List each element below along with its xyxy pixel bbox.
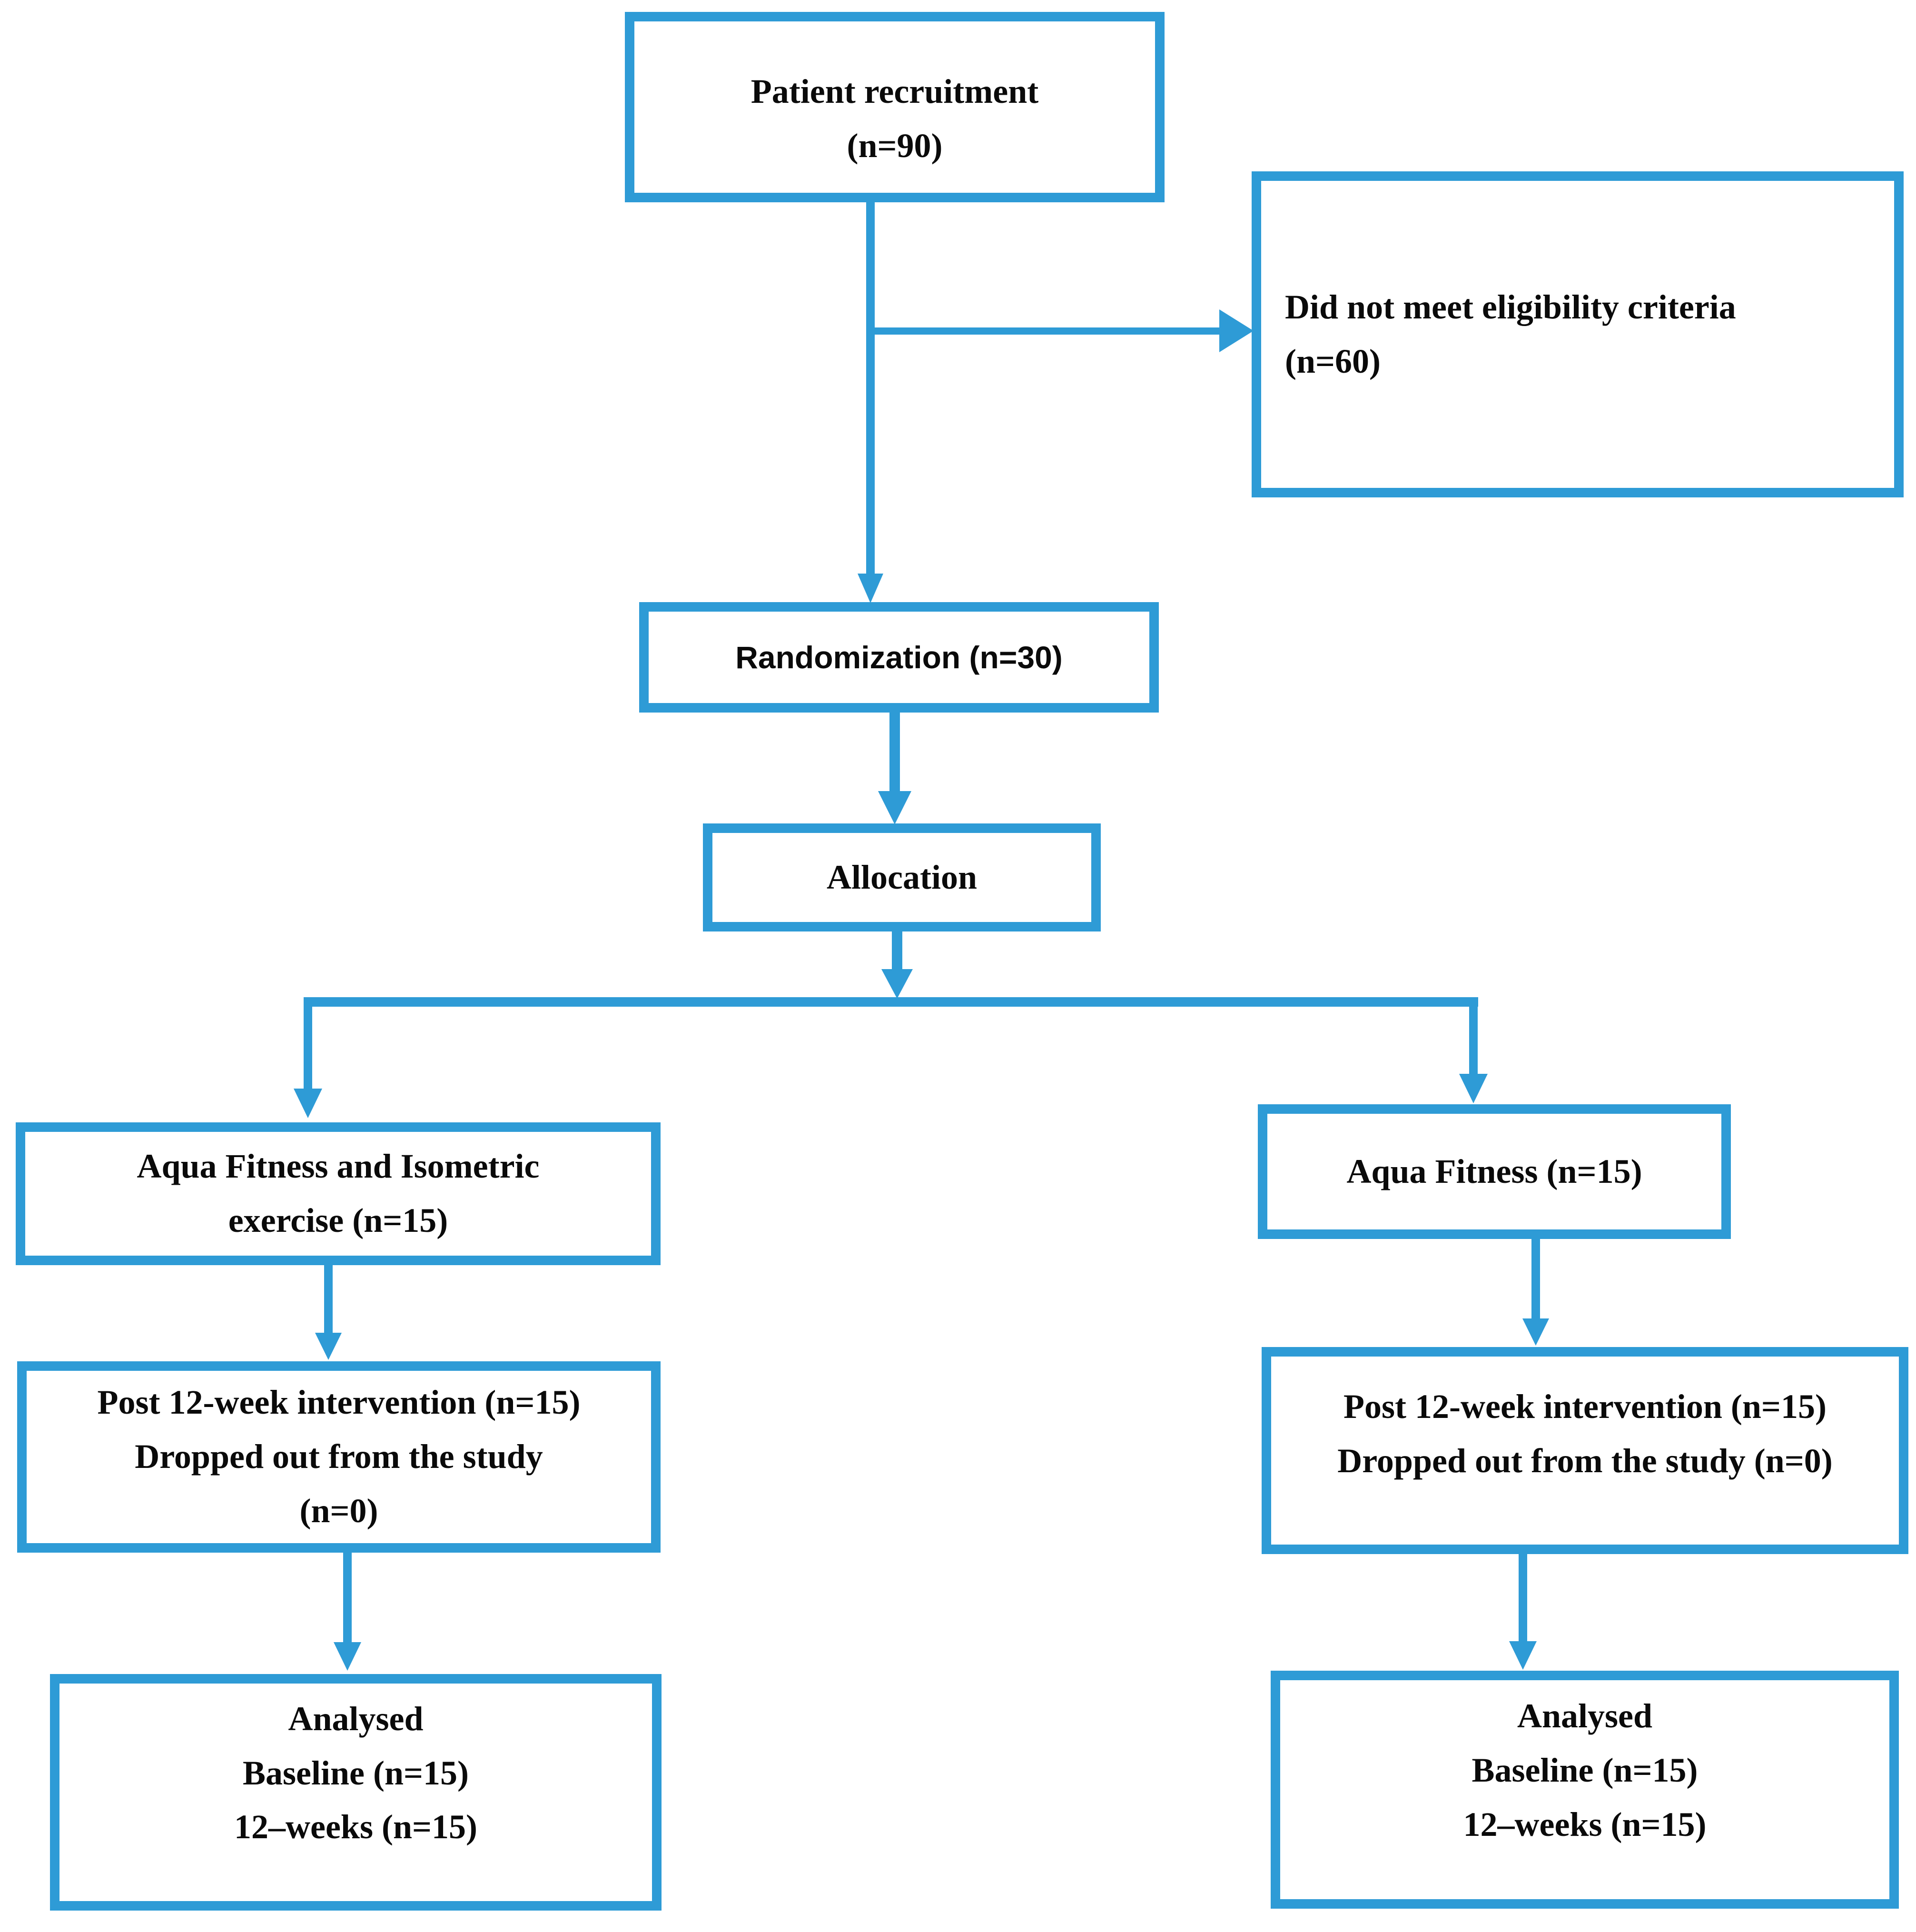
group-right-label: Aqua Fitness (n=15)	[1346, 1152, 1642, 1190]
patient-recruitment-line1: Patient recruitment	[751, 72, 1039, 111]
eligibility-line1: Did not meet eligibility criteria	[1285, 287, 1736, 326]
connector-group-left-to-post-left	[324, 1265, 333, 1334]
node-post-intervention-right-text: Post 12-week intervention (n=15) Dropped…	[1337, 1380, 1832, 1488]
node-patient-recruitment: Patient recruitment (n=90)	[625, 12, 1165, 202]
arrowhead-into-split	[881, 969, 913, 999]
post-left-line1: Post 12-week intervention (n=15)	[97, 1383, 581, 1422]
connector-randomization-to-allocation	[889, 713, 900, 793]
connector-allocation-to-split	[892, 931, 902, 971]
post-right-line1: Post 12-week intervention (n=15)	[1343, 1387, 1827, 1426]
split-horizontal-line	[304, 997, 1478, 1007]
node-allocation: Allocation	[703, 823, 1101, 931]
group-left-line2: exercise (n=15)	[228, 1201, 448, 1239]
group-left-line1: Aqua Fitness and Isometric	[137, 1147, 540, 1186]
arrowhead-into-analysed-left	[334, 1642, 361, 1671]
patient-recruitment-line2: (n=90)	[847, 127, 943, 165]
node-post-intervention-right: Post 12-week intervention (n=15) Dropped…	[1262, 1347, 1908, 1554]
node-analysed-left: Analysed Baseline (n=15) 12–weeks (n=15)	[50, 1674, 662, 1911]
node-eligibility-excluded-text: Did not meet eligibility criteria (n=60)	[1285, 280, 1736, 389]
arrowhead-into-analysed-right	[1509, 1641, 1537, 1670]
connector-group-right-to-post-right	[1531, 1239, 1540, 1320]
allocation-label: Allocation	[827, 858, 977, 896]
arrowhead-into-post-right	[1522, 1318, 1549, 1346]
connector-post-right-to-analysed-right	[1519, 1554, 1527, 1642]
node-analysed-right-text: Analysed Baseline (n=15) 12–weeks (n=15)	[1463, 1689, 1707, 1852]
arrowhead-into-eligibility	[1219, 309, 1254, 352]
connector-post-left-to-analysed-left	[343, 1553, 352, 1643]
connector-recruitment-to-randomization	[866, 202, 875, 578]
randomization-label: Randomization (n=30)	[735, 639, 1063, 675]
node-post-intervention-left: Post 12-week intervention (n=15) Dropped…	[17, 1361, 661, 1553]
analysed-right-line1: Analysed	[1517, 1697, 1653, 1735]
analysed-left-line3: 12–weeks (n=15)	[234, 1808, 477, 1846]
arrowhead-into-post-left	[315, 1333, 342, 1360]
node-patient-recruitment-text: Patient recruitment (n=90)	[751, 65, 1038, 173]
connector-to-eligibility	[875, 327, 1221, 335]
node-analysed-right: Analysed Baseline (n=15) 12–weeks (n=15)	[1271, 1671, 1899, 1909]
node-post-intervention-left-text: Post 12-week intervention (n=15) Dropped…	[98, 1376, 581, 1538]
analysed-right-line2: Baseline (n=15)	[1472, 1751, 1698, 1790]
connector-split-to-group-right	[1469, 1007, 1478, 1074]
node-eligibility-excluded: Did not meet eligibility criteria (n=60)	[1252, 171, 1904, 497]
node-randomization: Randomization (n=30)	[639, 602, 1159, 713]
post-left-line2: Dropped out from the study	[135, 1437, 543, 1476]
arrowhead-into-group-left	[294, 1089, 322, 1118]
analysed-left-line2: Baseline (n=15)	[242, 1754, 469, 1792]
post-left-line3: (n=0)	[299, 1491, 378, 1530]
arrowhead-into-randomization	[858, 574, 883, 603]
arrowhead-into-allocation	[878, 791, 911, 824]
node-group-left-text: Aqua Fitness and Isometric exercise (n=1…	[137, 1139, 539, 1248]
connector-split-to-group-left	[304, 1007, 312, 1089]
analysed-right-line3: 12–weeks (n=15)	[1463, 1805, 1707, 1843]
node-analysed-left-text: Analysed Baseline (n=15) 12–weeks (n=15)	[234, 1692, 477, 1854]
post-right-line2: Dropped out from the study (n=0)	[1337, 1441, 1833, 1480]
analysed-left-line1: Analysed	[288, 1699, 424, 1738]
node-group-right-aqua-fitness: Aqua Fitness (n=15)	[1258, 1104, 1731, 1239]
node-group-left-aqua-isometric: Aqua Fitness and Isometric exercise (n=1…	[16, 1122, 661, 1265]
arrowhead-into-group-right	[1459, 1074, 1488, 1103]
eligibility-line2: (n=60)	[1285, 342, 1381, 380]
